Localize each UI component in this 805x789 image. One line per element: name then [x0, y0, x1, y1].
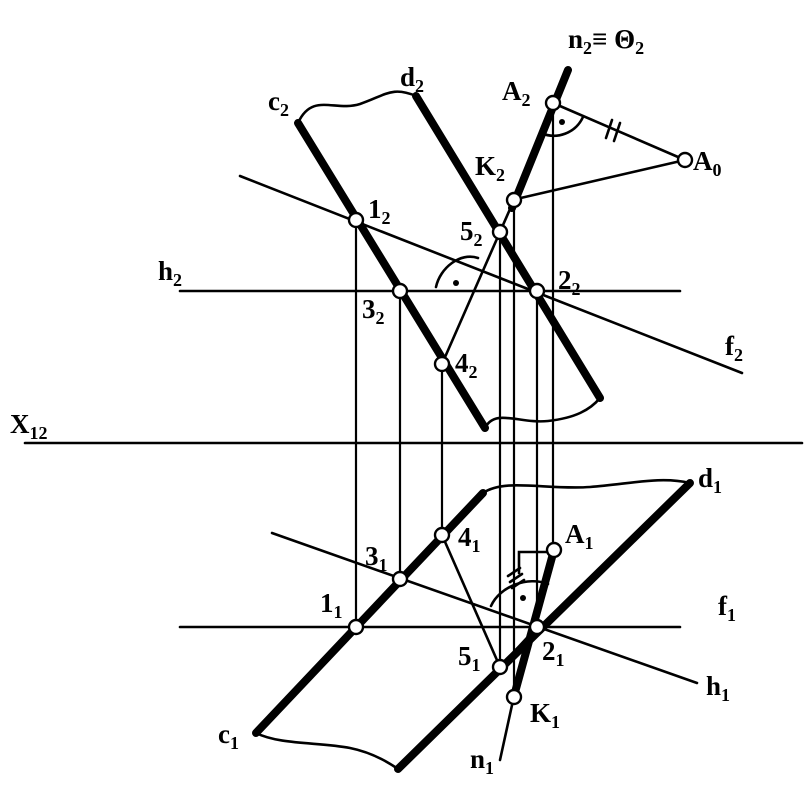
- line-k2-a0: [510, 158, 687, 202]
- point-2-2: [528, 282, 546, 300]
- line-f2: [238, 174, 744, 375]
- right-angle-box-a1: [517, 550, 555, 575]
- label-k1: K1: [530, 698, 560, 732]
- line-h1: [270, 531, 699, 685]
- label-f2: f2: [725, 331, 743, 365]
- right-angle-dot-2-1: [520, 595, 526, 601]
- point-3-1: [391, 570, 409, 588]
- point-k1: [505, 688, 523, 706]
- tick-mark-d: [508, 572, 524, 584]
- point-1-2: [347, 211, 365, 229]
- line-n1-thin: [498, 694, 516, 762]
- point-5-1: [491, 658, 509, 676]
- line-a2-a0: [551, 101, 687, 162]
- right-angle-dot-2-2: [453, 280, 459, 286]
- label-a1: A1: [565, 519, 594, 553]
- wave-top-c1-d1: [482, 478, 691, 495]
- label-a2: A2: [502, 76, 531, 110]
- point-a2: [544, 94, 562, 112]
- label-k2: K2: [475, 151, 505, 185]
- point-3-2: [391, 282, 409, 300]
- line-5-1-to-2-1: [498, 625, 539, 669]
- line-4-1-to-5-1: [440, 533, 502, 669]
- label-2-2: 22: [558, 265, 581, 299]
- label-d2: d2: [400, 62, 424, 96]
- label-3-2: 32: [362, 294, 385, 328]
- label-c1: c1: [218, 719, 239, 753]
- label-x12: X12: [10, 409, 48, 443]
- label-d1: d1: [698, 463, 722, 497]
- label-1-1: 11: [320, 588, 343, 622]
- point-4-1: [433, 526, 451, 544]
- right-angle-arc-2-1: [489, 579, 550, 608]
- right-angle-arc-2-2: [434, 255, 480, 289]
- point-a1: [545, 541, 563, 559]
- right-angle-dot-a2: [559, 119, 565, 125]
- label-4-2: 42: [455, 348, 478, 382]
- wave-top-c2-d2: [296, 90, 417, 124]
- point-2-1: [528, 618, 546, 636]
- label-4-1: 41: [458, 522, 481, 556]
- label-n2-theta2: n2≡ Θ2: [568, 24, 644, 58]
- label-c2: c2: [268, 86, 289, 120]
- wave-bottom-c1-d1: [255, 731, 399, 771]
- label-n1: n1: [470, 744, 494, 778]
- point-4-2: [433, 355, 451, 373]
- label-1-2: 12: [368, 194, 391, 228]
- label-h1: h1: [706, 671, 730, 705]
- label-3-1: 31: [365, 541, 388, 575]
- tick-mark-b: [612, 121, 622, 143]
- line-c2: [294, 119, 489, 432]
- line-5-2-to-2-2: [498, 230, 539, 293]
- label-h2: h2: [158, 256, 182, 290]
- point-a0: [676, 151, 694, 169]
- wave-bottom-c2-d2: [483, 397, 601, 429]
- line-n2: [508, 66, 572, 212]
- point-1-1: [347, 618, 365, 636]
- label-5-1: 51: [458, 641, 481, 675]
- tick-mark-a: [604, 118, 614, 140]
- point-5-2: [491, 223, 509, 241]
- line-c1: [252, 489, 487, 737]
- tick-mark-c: [506, 566, 522, 578]
- label-5-2: 52: [460, 216, 483, 250]
- label-2-1: 21: [542, 636, 565, 670]
- label-a0: A0: [693, 146, 722, 180]
- point-k2: [505, 191, 523, 209]
- right-angle-arc-a2: [539, 115, 585, 138]
- label-f1: f1: [718, 591, 736, 625]
